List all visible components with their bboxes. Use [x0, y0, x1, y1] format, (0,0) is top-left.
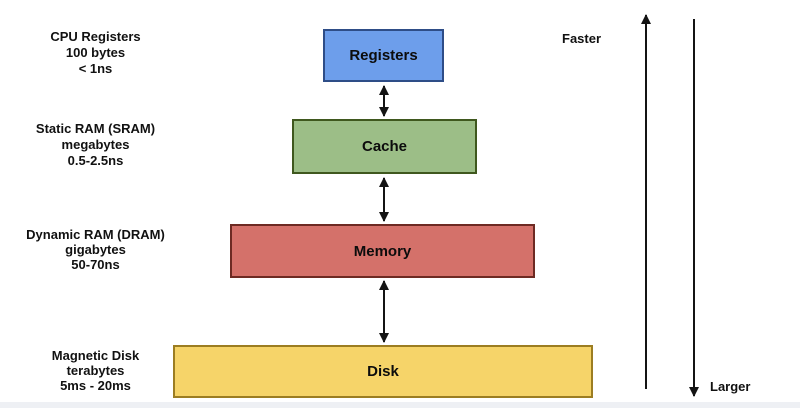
label-title: Static RAM (SRAM): [35, 121, 156, 136]
label-size: megabytes: [61, 137, 130, 152]
label-speed: 0.5-2.5ns: [67, 153, 124, 168]
label-speed: < 1ns: [78, 61, 113, 76]
box-registers: Registers: [323, 29, 444, 82]
label-speed: 50-70ns: [71, 257, 120, 272]
label-speed: 5ms - 20ms: [60, 378, 131, 393]
faster-label: Faster: [562, 31, 602, 46]
box-label: Registers: [349, 47, 418, 64]
bottom-edge-strip: [0, 402, 800, 408]
label-size: terabytes: [66, 363, 125, 378]
label-cpu-registers: CPU Registers 100 bytes < 1ns: [8, 29, 183, 77]
larger-label: Larger: [710, 379, 751, 394]
box-disk: Disk: [173, 345, 593, 398]
label-magnetic-disk: Magnetic Disk terabytes 5ms - 20ms: [8, 348, 183, 393]
box-memory: Memory: [230, 224, 535, 278]
box-label: Cache: [361, 138, 408, 155]
label-size: 100 bytes: [65, 45, 126, 60]
label-static-ram: Static RAM (SRAM) megabytes 0.5-2.5ns: [8, 121, 183, 169]
label-size: gigabytes: [65, 242, 126, 257]
box-cache: Cache: [292, 119, 477, 174]
label-title: Dynamic RAM (DRAM): [26, 227, 165, 242]
label-title: CPU Registers: [50, 29, 141, 44]
label-title: Magnetic Disk: [51, 348, 140, 363]
box-label: Disk: [367, 363, 399, 380]
box-label: Memory: [353, 242, 412, 260]
label-dynamic-ram: Dynamic RAM (DRAM) gigabytes 50-70ns: [8, 227, 183, 272]
